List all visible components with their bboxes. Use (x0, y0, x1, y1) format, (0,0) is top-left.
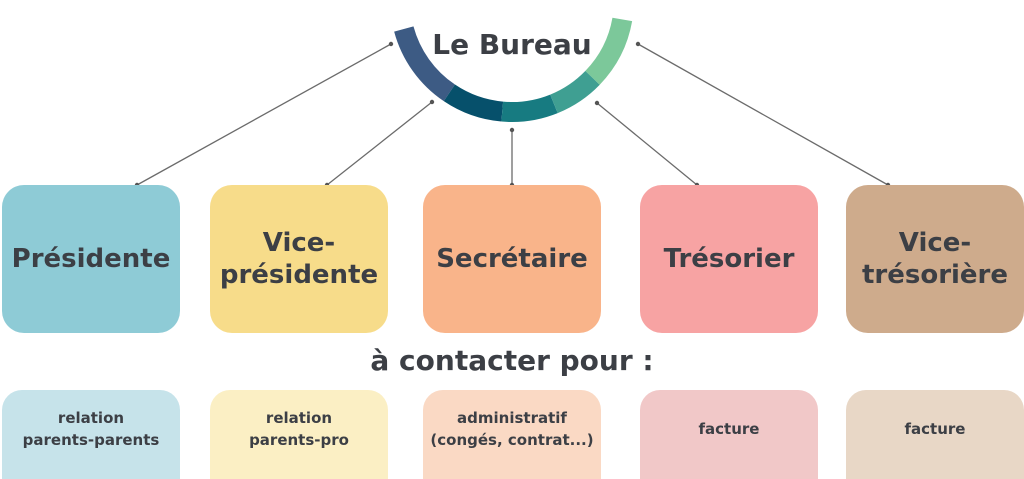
contact-box-vice-tresoriere: facture (846, 390, 1024, 479)
ring-segment-1 (394, 26, 456, 102)
connector-tresorier-start-dot (594, 100, 600, 106)
connector-tresorier (596, 102, 698, 186)
ring-segment-5 (585, 17, 633, 85)
ring-segment-2 (443, 84, 504, 122)
role-box-vice-tresoriere: Vice- trésorière (846, 185, 1024, 333)
connector-presidente-start-dot (388, 41, 394, 47)
center-title: Le Bureau (432, 27, 592, 61)
connector-presidente (136, 43, 392, 186)
contact-box-secretaire: administratif (congés, contrat...) (423, 390, 601, 479)
role-box-presidente: Présidente (2, 185, 180, 333)
role-box-vice-presidente: Vice- présidente (210, 185, 388, 333)
connector-secretaire-start-dot (509, 127, 515, 133)
contact-box-tresorier: facture (640, 390, 818, 479)
bureau-ring (394, 17, 633, 122)
role-box-tresorier: Trésorier (640, 185, 818, 333)
connector-lines (134, 41, 891, 188)
connector-vice-tresoriere-start-dot (635, 41, 641, 47)
connector-vice-presidente-start-dot (429, 99, 435, 105)
connector-vice-presidente (326, 101, 433, 186)
contact-box-presidente: relation parents-parents (2, 390, 180, 479)
connector-vice-tresoriere (637, 43, 889, 186)
ring-segment-3 (501, 94, 558, 122)
contact-box-vice-presidente: relation parents-pro (210, 390, 388, 479)
role-box-secretaire: Secrétaire (423, 185, 601, 333)
ring-segment-4 (549, 70, 600, 114)
contact-heading: à contacter pour : (370, 344, 654, 377)
